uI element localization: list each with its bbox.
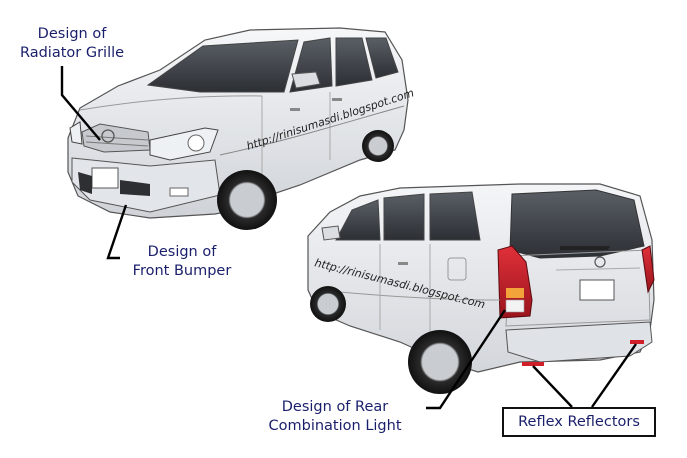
- label-rear-light-line2: Combination Light: [268, 418, 402, 434]
- leader-reflector-right: [591, 343, 637, 408]
- rear-wheel-front: [310, 286, 346, 322]
- label-rear-light-line1: Design of Rear: [281, 399, 389, 415]
- label-reflex-reflectors: Reflex Reflectors: [502, 407, 656, 437]
- front-side-window-3: [365, 37, 399, 79]
- front-license-plate: [91, 167, 119, 189]
- rear-mirror: [321, 225, 341, 241]
- leader-reflector-left: [532, 365, 573, 408]
- label-radiator-grille-line2: Radiator Grille: [19, 45, 125, 61]
- leader-rear-light: [426, 309, 507, 410]
- leader-lines: [60, 66, 637, 410]
- label-radiator-grille: Design of Radiator Grille: [8, 25, 136, 63]
- front-wheel-rear: [362, 130, 394, 162]
- rear-side-window-2: [383, 193, 425, 241]
- label-rear-combination-light: Design of Rear Combination Light: [256, 398, 414, 436]
- label-front-bumper: Design of Front Bumper: [120, 243, 244, 281]
- front-wheel-front: [217, 170, 277, 230]
- rear-bumper: [505, 321, 653, 363]
- front-car: http://rinisumasdi.blogspot.com: [67, 27, 416, 230]
- front-mirror: [291, 71, 321, 89]
- rear-car: http://rinisumasdi.blogspot.com: [307, 183, 655, 394]
- rear-combination-light-right: [641, 245, 655, 294]
- front-headlight-left: [69, 121, 83, 145]
- rear-license-plate: [579, 279, 615, 301]
- leader-front-bumper: [106, 204, 128, 260]
- rear-side-window-1: [335, 199, 381, 241]
- label-front-bumper-line1: Design of: [147, 244, 217, 260]
- front-side-window-2: [335, 37, 373, 87]
- leader-radiator-grille: [60, 66, 101, 141]
- front-headlight-right: [149, 127, 219, 161]
- label-front-bumper-line2: Front Bumper: [132, 263, 232, 279]
- rear-side-window-3: [429, 191, 481, 241]
- label-radiator-grille-line1: Design of: [37, 26, 107, 42]
- rear-wheel-rear: [408, 330, 472, 394]
- reflex-reflector-right: [630, 340, 644, 344]
- front-windshield: [146, 39, 299, 93]
- reflex-reflector-left: [522, 362, 544, 366]
